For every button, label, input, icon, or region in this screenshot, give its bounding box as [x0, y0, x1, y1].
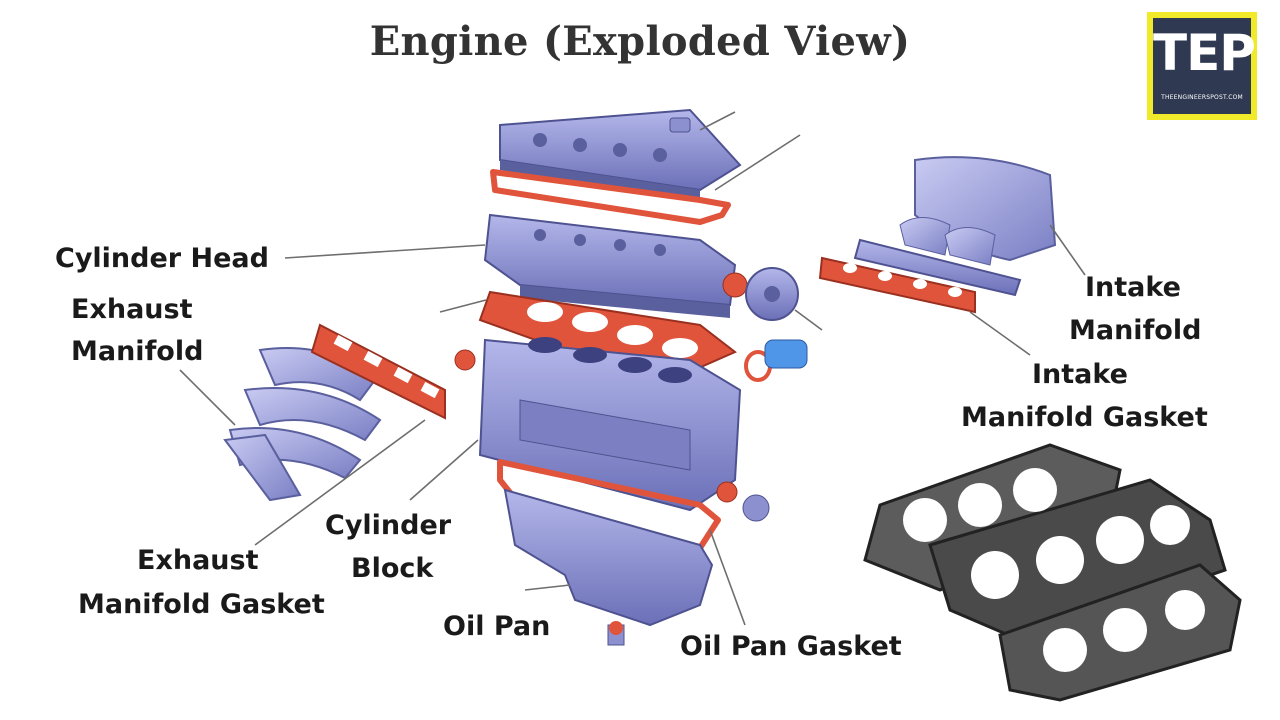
leader-cylinder-block	[409, 439, 479, 501]
oil-pan	[503, 488, 714, 646]
intake-manifold-gasket	[818, 256, 976, 314]
label-exhaust-manifold-line2: Manifold	[71, 336, 204, 367]
label-intake-manifold-gasket-line2: Manifold Gasket	[961, 402, 1208, 433]
valve-cover	[499, 108, 742, 200]
exhaust-manifold-gasket	[310, 323, 446, 420]
label-exhaust-manifold-gasket-line1: Exhaust	[137, 545, 259, 576]
cylinder-head	[483, 213, 748, 318]
leader-oil-pan-gasket	[709, 529, 746, 626]
leader-valve-cover-gasket	[714, 134, 801, 191]
tep-logo: TEP THEENGINEERSPOST.COM	[1147, 12, 1257, 120]
leader-head-gasket	[439, 299, 487, 313]
logo-subtext: THEENGINEERSPOST.COM	[1161, 94, 1243, 101]
label-cylinder-head: Cylinder Head	[55, 243, 269, 274]
leader-intake-manifold-gasket	[969, 311, 1031, 356]
label-intake-manifold-line2: Manifold	[1069, 315, 1202, 346]
label-cylinder-block-line2: Block	[351, 553, 434, 584]
leader-lines	[179, 111, 1086, 626]
label-exhaust-manifold-line1: Exhaust	[71, 294, 193, 325]
leader-pulley	[794, 309, 823, 331]
cylinder-block	[454, 337, 742, 512]
small-seals	[716, 481, 770, 522]
leader-exhaust-manifold	[179, 369, 236, 426]
logo-text: TEP	[1153, 24, 1256, 82]
timing-pulley	[745, 267, 799, 321]
head-gasket-stack-photo	[863, 443, 1242, 702]
intake-manifold	[853, 156, 1057, 297]
label-oil-pan: Oil Pan	[443, 611, 551, 642]
leader-exhaust-manifold-gasket	[254, 419, 426, 546]
diagram-title: Engine (Exploded View)	[369, 18, 911, 65]
leader-intake-manifold	[1049, 224, 1086, 276]
leader-cylinder-head	[284, 244, 486, 259]
label-intake-manifold-line1: Intake	[1085, 272, 1181, 303]
leader-oil-pan	[524, 584, 571, 591]
label-intake-manifold-gasket-line1: Intake	[1032, 359, 1128, 390]
label-oil-pan-gasket: Oil Pan Gasket	[680, 631, 902, 662]
label-exhaust-manifold-gasket-line2: Manifold Gasket	[78, 589, 325, 620]
leader-valve-cover	[699, 111, 736, 131]
label-cylinder-block-line1: Cylinder	[325, 510, 452, 541]
pump-cylinder	[744, 339, 808, 382]
logo-panel: TEP THEENGINEERSPOST.COM	[1153, 18, 1256, 114]
valve-cover-gasket	[490, 169, 731, 225]
